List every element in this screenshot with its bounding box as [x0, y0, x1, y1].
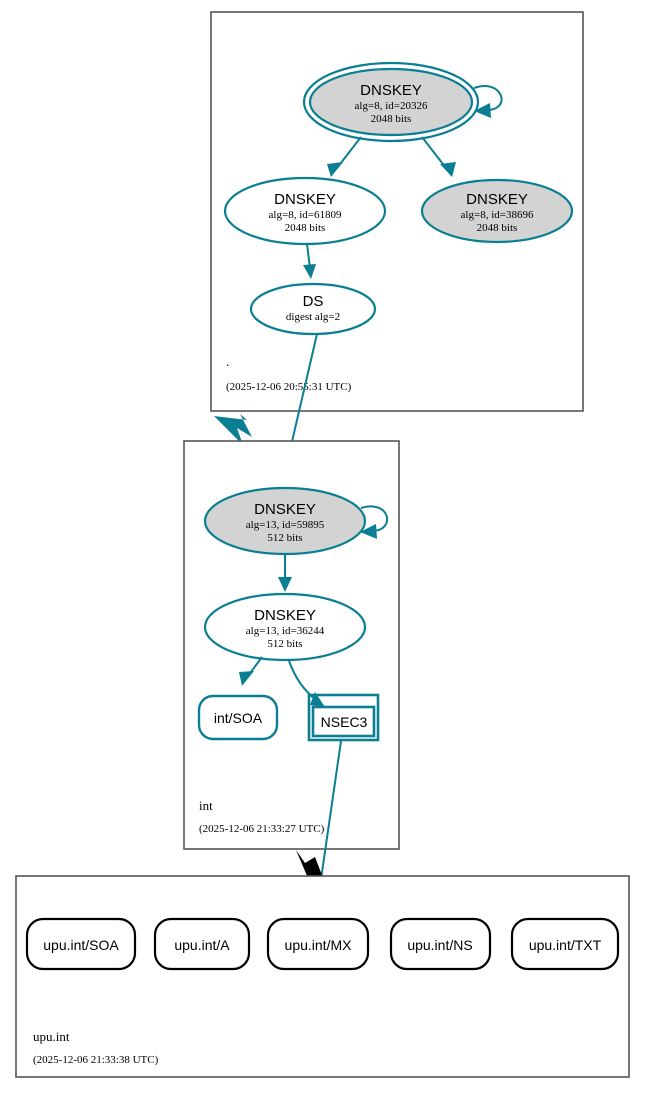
node-root-ds-title: DS [303, 293, 324, 310]
zone-int-timestamp: (2025-12-06 21:33:27 UTC) [199, 823, 325, 835]
node-upu-a[interactable]: upu.int/A [153, 917, 251, 971]
node-upu-txt[interactable]: upu.int/TXT [510, 917, 620, 971]
node-root-zsk-61809-bits: 2048 bits [285, 222, 326, 234]
node-int-ksk[interactable]: DNSKEY alg=13, id=59895 512 bits [203, 486, 367, 556]
zone-cut-root-to-int-arrow [214, 414, 252, 445]
node-upu-mx[interactable]: upu.int/MX [266, 917, 370, 971]
edge-root-zsk61809-to-ds-path [306, 243, 311, 269]
node-int-soa-box [197, 694, 279, 741]
zone-upuint-timestamp: (2025-12-06 21:33:38 UTC) [33, 1054, 159, 1066]
node-root-zsk-61809-ellipse [223, 176, 387, 246]
node-root-ksk-outer-ring [302, 61, 480, 143]
node-int-soa[interactable]: int/SOA [197, 694, 279, 741]
zone-upuint-box [15, 875, 630, 1078]
edge-int-ksk-self-loop [360, 505, 389, 539]
zone-cut-root-to-int [214, 414, 252, 445]
edge-root-ksk-self-loop-path [473, 85, 503, 111]
node-int-zsk-params: alg=13, id=36244 [246, 625, 325, 637]
zone-upuint-name: upu.int [33, 1029, 70, 1044]
zone-root: DNSKEY alg=8, id=20326 2048 bits DNSKEY … [210, 11, 584, 412]
node-root-ksk-title: DNSKEY [360, 82, 422, 99]
edge-int-zsk-to-nsec3-arrowhead [310, 692, 325, 707]
zone-int: DNSKEY alg=13, id=59895 512 bits DNSKEY … [183, 440, 400, 850]
node-root-ds-ellipse [249, 282, 377, 336]
edge-root-ksk-to-zsk38696-path [421, 136, 447, 169]
edge-int-ksk-self-loop-arrowhead [360, 524, 377, 539]
node-root-ksk-params: alg=8, id=20326 [355, 100, 428, 112]
node-root-zsk-61809[interactable]: DNSKEY alg=8, id=61809 2048 bits [223, 176, 387, 246]
node-int-ksk-bits: 512 bits [267, 532, 302, 544]
node-upu-mx-box [266, 917, 370, 971]
node-root-ds-params: digest alg=2 [286, 311, 340, 323]
edge-root-zsk61809-to-ds-arrowhead [303, 264, 316, 279]
edge-root-ksk-to-zsk61809-arrowhead [327, 162, 343, 177]
node-int-nsec3-inner-box [311, 705, 376, 738]
node-upu-mx-label: upu.int/MX [285, 937, 353, 953]
edge-root-ksk-to-zsk61809 [327, 136, 362, 177]
edge-root-ksk-self-loop-arrowhead [474, 103, 491, 118]
node-root-ds[interactable]: DS digest alg=2 [249, 282, 377, 336]
node-root-zsk-38696-title: DNSKEY [466, 191, 528, 208]
node-int-zsk[interactable]: DNSKEY alg=13, id=36244 512 bits [203, 592, 367, 662]
node-int-soa-label: int/SOA [214, 710, 263, 726]
edge-int-zsk-to-soa-arrowhead [239, 671, 254, 686]
edge-int-ksk-to-zsk-arrowhead [278, 577, 292, 592]
edge-int-zsk-to-soa [239, 656, 263, 686]
node-upu-soa-label: upu.int/SOA [43, 937, 119, 953]
node-root-zsk-38696-bits: 2048 bits [477, 222, 518, 234]
edge-int-zsk-to-nsec3 [288, 660, 325, 707]
edge-int-nsec3-to-upuint-path [317, 740, 342, 901]
node-upu-ns-label: upu.int/NS [407, 937, 472, 953]
zone-root-name: . [226, 354, 229, 369]
node-int-zsk-ellipse [203, 592, 367, 662]
node-int-ksk-params: alg=13, id=59895 [246, 519, 325, 531]
node-upu-a-box [153, 917, 251, 971]
edge-root-ksk-self-loop [473, 85, 503, 118]
node-upu-ns-box [389, 917, 492, 971]
node-int-nsec3[interactable]: NSEC3 [307, 693, 380, 742]
node-root-zsk-38696[interactable]: DNSKEY alg=8, id=38696 2048 bits [420, 178, 574, 244]
node-root-zsk-61809-params: alg=8, id=61809 [269, 209, 342, 221]
edge-root-ksk-to-zsk38696-arrowhead [440, 162, 456, 177]
node-root-zsk-38696-params: alg=8, id=38696 [461, 209, 534, 221]
zone-int-name: int [199, 798, 213, 813]
node-root-ksk-bits: 2048 bits [371, 113, 412, 125]
node-root-zsk-61809-title: DNSKEY [274, 191, 336, 208]
zone-root-timestamp: (2025-12-06 20:55:31 UTC) [226, 381, 352, 393]
edge-int-ksk-self-loop-path [360, 505, 389, 532]
node-root-ksk-ellipse [308, 67, 474, 137]
node-int-nsec3-label: NSEC3 [321, 714, 368, 730]
node-upu-txt-label: upu.int/TXT [529, 937, 602, 953]
node-root-ksk[interactable]: DNSKEY alg=8, id=20326 2048 bits [302, 61, 480, 143]
edge-int-ksk-to-zsk [278, 554, 292, 592]
node-upu-txt-box [510, 917, 620, 971]
node-root-zsk-38696-ellipse [420, 178, 574, 244]
node-int-ksk-title: DNSKEY [254, 501, 316, 518]
edge-root-ksk-to-zsk38696 [421, 136, 456, 177]
zone-upuint: upu.int/SOA upu.int/A upu.int/MX upu.int… [15, 875, 630, 1078]
node-upu-a-label: upu.int/A [174, 937, 230, 953]
node-int-zsk-title: DNSKEY [254, 607, 316, 624]
edge-root-zsk61809-to-ds [303, 243, 316, 279]
node-upu-ns[interactable]: upu.int/NS [389, 917, 492, 971]
node-upu-soa-box [25, 917, 137, 971]
node-upu-soa[interactable]: upu.int/SOA [25, 917, 137, 971]
node-int-zsk-bits: 512 bits [267, 638, 302, 650]
